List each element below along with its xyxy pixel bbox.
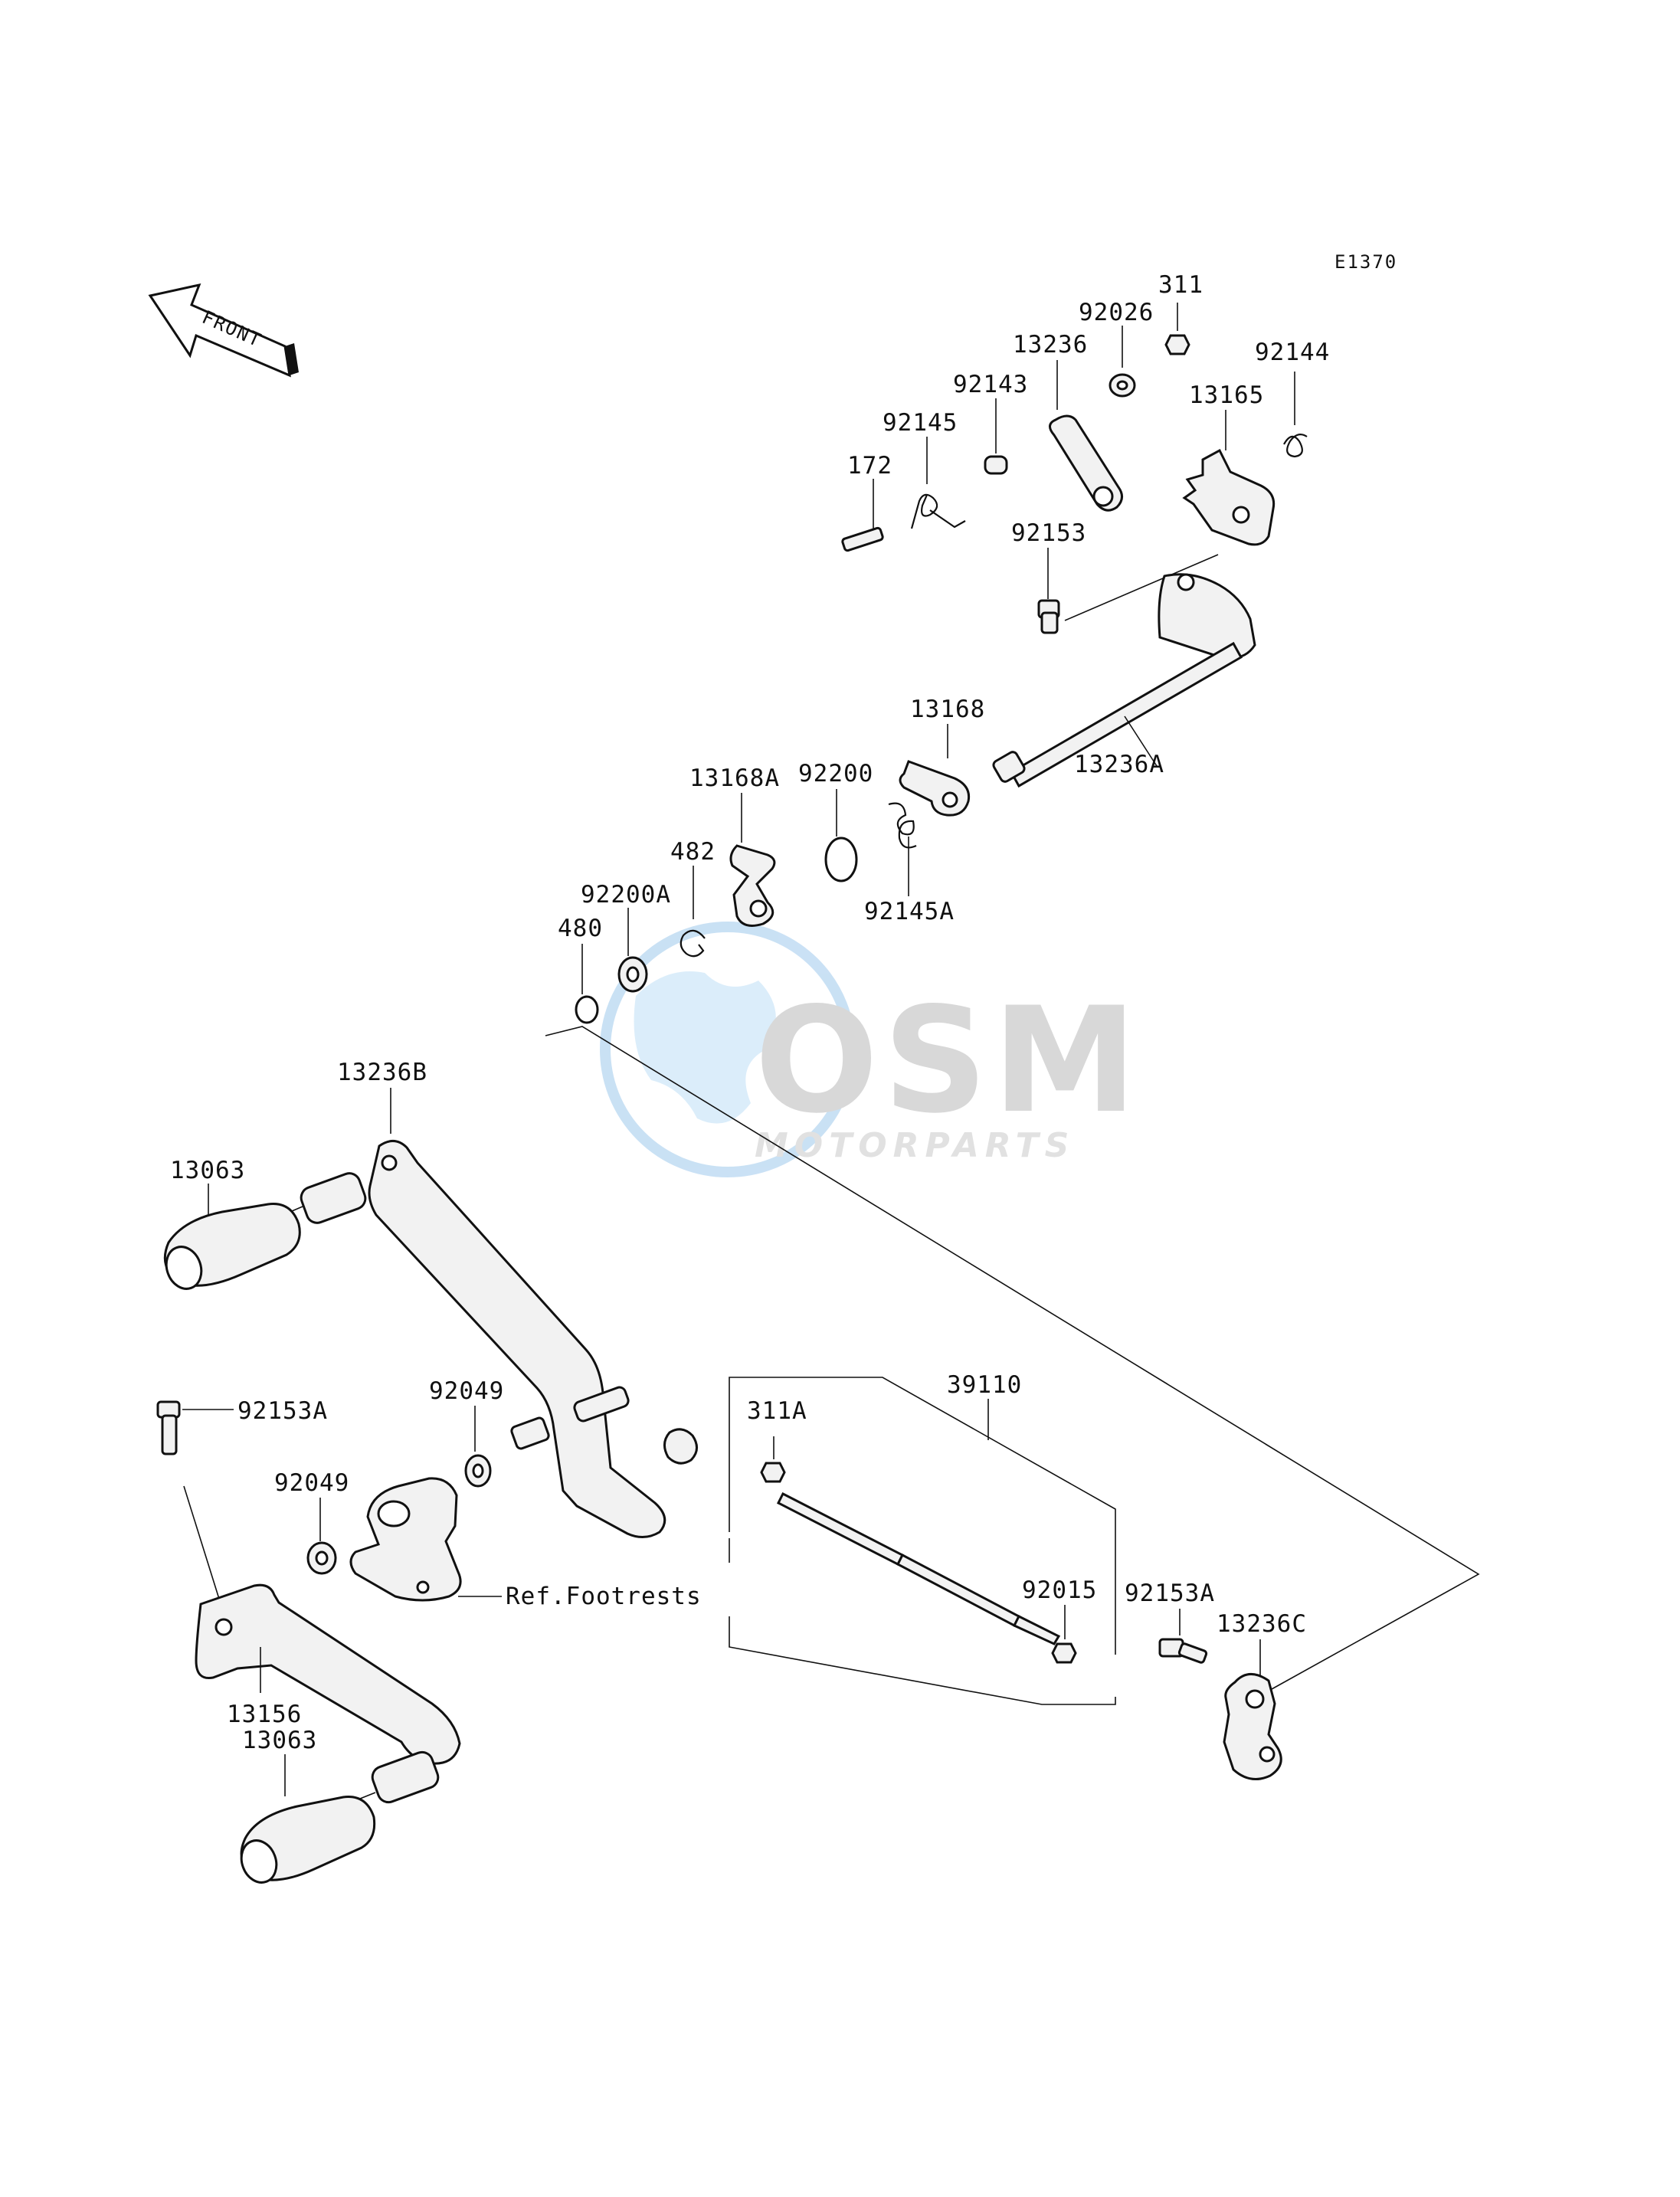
label-13063-upper: 13063: [170, 1157, 245, 1184]
label-13236A: 13236A: [1074, 751, 1164, 778]
front-arrow: FRONT: [148, 283, 299, 378]
part-13063-lower: [240, 1750, 440, 1884]
part-tie-rod: [776, 1491, 1061, 1645]
part-13236: [1049, 360, 1123, 512]
watermark-globe: [600, 922, 856, 1177]
label-311: 311: [1158, 271, 1204, 299]
watermark: OSM MOTORPARTS: [600, 922, 1141, 1177]
label-92200A: 92200A: [581, 881, 671, 909]
part-13236A: [992, 573, 1256, 788]
part-92049-lower: [306, 1498, 337, 1575]
label-ref-footrests: Ref.Footrests: [506, 1583, 702, 1610]
label-482: 482: [670, 838, 716, 866]
label-13156: 13156: [227, 1701, 302, 1728]
label-92015: 92015: [1022, 1577, 1097, 1604]
label-92026: 92026: [1079, 299, 1154, 326]
part-92200A: [617, 908, 648, 993]
label-13168: 13168: [910, 696, 985, 723]
part-92145: [910, 437, 966, 529]
watermark-brand: OSM: [755, 976, 1141, 1145]
label-172: 172: [847, 452, 892, 480]
part-92143: [984, 398, 1008, 475]
watermark-continents: [634, 971, 776, 1124]
part-92145A: [888, 802, 917, 896]
part-ref-footrests: [349, 1477, 502, 1602]
label-13168A: 13168A: [689, 765, 780, 792]
part-482: [680, 866, 706, 958]
part-92153: [1037, 548, 1219, 634]
label-39110: 39110: [947, 1371, 1022, 1399]
label-92145: 92145: [883, 409, 958, 437]
part-92144: [1283, 372, 1308, 458]
part-92026: [1109, 326, 1136, 398]
label-92049-upper: 92049: [429, 1377, 504, 1405]
diagram-code: E1370: [1335, 251, 1397, 273]
label-13063-lower: 13063: [242, 1727, 317, 1754]
part-92153A-right: [1158, 1609, 1208, 1664]
part-13168A: [729, 793, 776, 927]
label-13165: 13165: [1189, 381, 1264, 409]
label-92049-lower: 92049: [274, 1469, 349, 1497]
label-480: 480: [558, 915, 603, 942]
label-13236: 13236: [1013, 331, 1088, 359]
label-13236B: 13236B: [337, 1059, 427, 1086]
label-92145A: 92145A: [864, 898, 955, 925]
label-92153: 92153: [1011, 519, 1086, 547]
front-arrow-shadow: [285, 343, 299, 375]
part-311A: [760, 1436, 786, 1483]
label-311A: 311A: [747, 1397, 807, 1425]
label-92144: 92144: [1255, 339, 1330, 366]
label-92143: 92143: [953, 371, 1028, 398]
label-92200: 92200: [798, 760, 873, 787]
part-92153A-left: [156, 1400, 234, 1609]
part-13236B: [368, 1088, 698, 1538]
part-13168: [899, 724, 971, 817]
part-172: [841, 479, 884, 552]
part-13156: [195, 1583, 461, 1765]
label-92153A-left: 92153A: [237, 1397, 328, 1425]
part-39110-bracket: [729, 1377, 1116, 1705]
part-311: [1164, 303, 1190, 355]
part-92049-upper: [464, 1406, 492, 1488]
part-13236C: [1223, 1639, 1282, 1780]
part-480: [575, 944, 599, 1024]
label-92153A-right: 92153A: [1125, 1580, 1215, 1607]
part-13063-upper: [163, 1172, 367, 1290]
watermark-sub: MOTORPARTS: [755, 1126, 1075, 1165]
part-13165: [1182, 410, 1276, 546]
label-13236C: 13236C: [1217, 1610, 1307, 1638]
part-92200: [824, 789, 858, 882]
assembly-line-main: [545, 1026, 1480, 1690]
part-92015: [1051, 1605, 1077, 1664]
